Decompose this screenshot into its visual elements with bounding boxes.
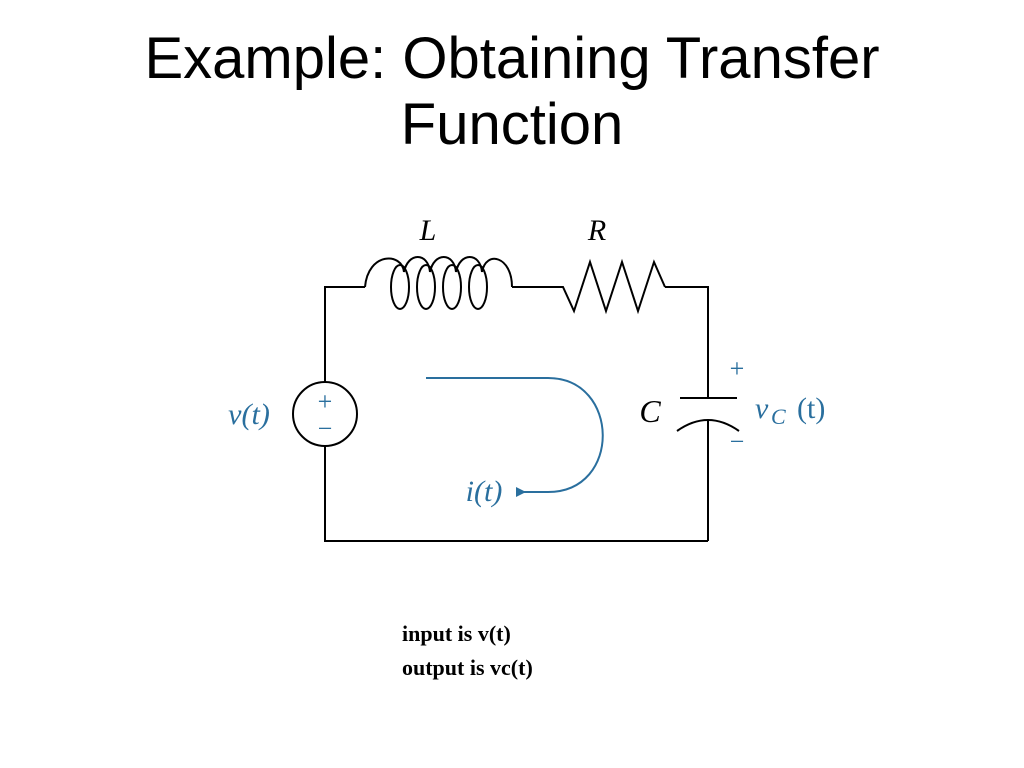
title-line-1: Example: Obtaining Transfer	[144, 26, 880, 91]
title-line-2: Function	[400, 92, 624, 157]
wire-top-right	[665, 286, 709, 398]
note-output: output is vc(t)	[402, 655, 533, 680]
voltage-source-symbol	[292, 381, 358, 447]
cap-voltage-v: v	[755, 392, 769, 425]
source-plus-sign: +	[318, 387, 333, 416]
inductor-symbol	[364, 256, 513, 310]
cap-voltage-label: v C (t)	[755, 392, 825, 429]
cap-voltage-argument: (t)	[797, 392, 825, 425]
current-label: i(t)	[466, 475, 503, 508]
cap-minus-sign: −	[730, 427, 745, 456]
source-minus-sign: −	[318, 414, 333, 443]
cap-voltage-subscript: C	[771, 404, 786, 429]
note-input: input is v(t)	[402, 621, 511, 646]
capacitor-symbol	[676, 397, 740, 432]
inductor-label: L	[419, 214, 437, 247]
wire-top-left	[324, 286, 365, 382]
io-notes: input is v(t) output is vc(t)	[402, 617, 533, 685]
slide-title: Example: Obtaining Transfer Function	[0, 26, 1024, 158]
cap-plus-sign: +	[730, 354, 745, 383]
capacitor-label: C	[639, 393, 661, 429]
circuit-wires	[324, 286, 709, 542]
resistor-label: R	[587, 214, 606, 247]
resistor-symbol	[553, 258, 666, 315]
source-label: v(t)	[228, 398, 270, 431]
wire-bottom-left	[324, 446, 708, 542]
current-loop-arrow	[426, 377, 604, 497]
